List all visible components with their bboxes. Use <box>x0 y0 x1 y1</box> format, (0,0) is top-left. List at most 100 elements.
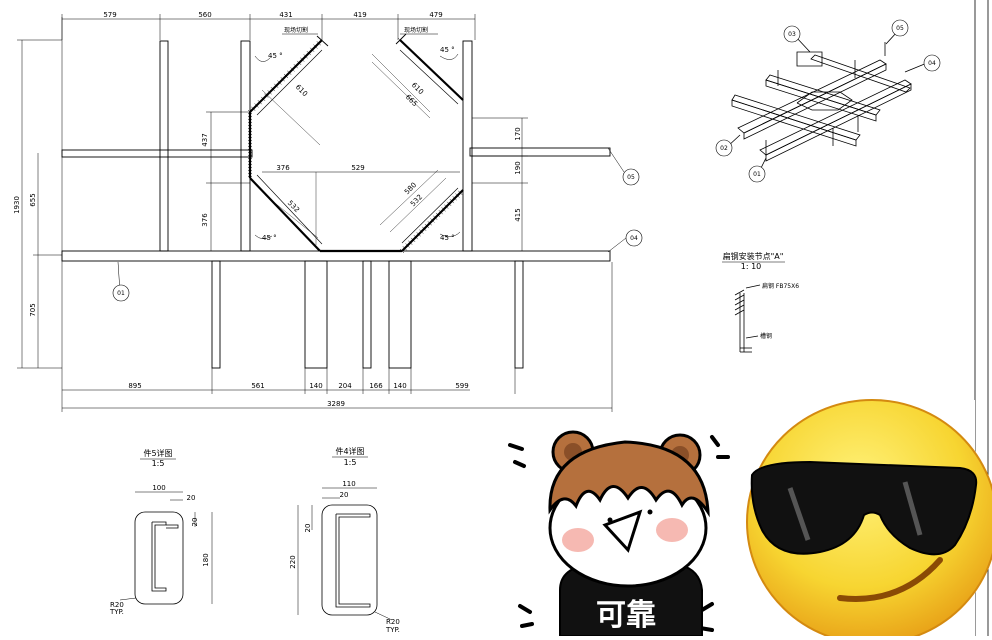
part4-title: 件4详图 <box>335 446 364 456</box>
motion-marks-icon <box>508 435 730 632</box>
dim-bottom-6: 140 <box>393 382 406 390</box>
weld-mark <box>283 73 289 79</box>
balloon-iso-04: 04 <box>928 60 936 67</box>
weld-mark <box>247 127 253 133</box>
dim-left-lower: 705 <box>29 303 37 316</box>
dimension-text: 579 560 431 419 479 1930 655 705 437 376… <box>13 11 522 408</box>
weld-mark <box>410 237 416 243</box>
weld-mark <box>433 215 438 220</box>
weld-mark <box>247 160 253 166</box>
weld-mark <box>270 86 276 92</box>
part5-typ: TYP. <box>109 608 124 616</box>
weld-mark <box>446 201 452 207</box>
weld-mark <box>430 218 435 223</box>
dim-left-upper: 655 <box>29 193 37 206</box>
weld-mark <box>247 118 253 124</box>
dim-left-total: 1930 <box>13 196 21 214</box>
weld-mark <box>438 210 443 215</box>
weld-mark <box>277 80 282 85</box>
balloon-iso-02: 02 <box>720 145 728 152</box>
weld-mark <box>247 136 253 142</box>
balloon-iso-01: 01 <box>753 171 761 178</box>
weld-mark <box>413 234 419 240</box>
angle-br: 45 ° <box>440 234 455 242</box>
weld-mark <box>247 142 253 148</box>
weld-mark <box>435 212 441 218</box>
weld-mark <box>419 229 424 234</box>
part5-radius: R20 <box>110 601 124 609</box>
weld-mark <box>264 93 269 98</box>
dim-right-1: 170 <box>514 127 522 140</box>
weld-mark <box>280 77 285 82</box>
angle-bl: 45 ° <box>262 234 277 242</box>
part5-scale: 1:5 <box>152 459 165 468</box>
sunglasses-emoji-icon <box>746 399 992 640</box>
weld-mark <box>449 198 455 204</box>
dim-bottom-3: 140 <box>309 382 322 390</box>
weld-mark <box>247 139 253 145</box>
dim-midleft-2: 376 <box>201 213 209 227</box>
detail-a-title: 扁钢安装节点"A" <box>723 251 784 261</box>
balloons-iso <box>715 19 941 183</box>
dim-diag-3: 665 <box>404 93 419 108</box>
dim-midleft-1: 437 <box>201 133 209 146</box>
weld-mark <box>427 221 432 226</box>
balloons-main <box>112 168 643 302</box>
weld-mark <box>422 226 427 231</box>
detail-a-scale: 1: 10 <box>741 262 762 271</box>
balloon-main-01: 01 <box>117 290 125 297</box>
weld-mark <box>300 57 305 62</box>
weld-mark <box>247 130 253 136</box>
main-plan <box>61 17 611 369</box>
weld-mark <box>402 246 407 251</box>
weld-mark <box>247 145 253 151</box>
dim-inner-1: 376 <box>276 164 290 172</box>
part5-dim-width: 100 <box>152 484 165 492</box>
note-field-cut-left: 现场切割 <box>284 26 308 34</box>
weld-mark <box>247 163 253 169</box>
part5-title: 件5详图 <box>143 448 172 458</box>
weld-mark <box>257 100 262 105</box>
weld-mark <box>247 157 253 163</box>
dim-top-3: 431 <box>279 11 292 19</box>
weld-hatch <box>247 37 463 254</box>
label-flat-bar: 扁钢 FB75X6 <box>762 282 799 290</box>
weld-mark <box>247 112 253 118</box>
weld-mark <box>293 64 298 69</box>
balloon-iso-05: 05 <box>896 25 904 32</box>
weld-mark <box>314 245 319 250</box>
dim-right-2: 190 <box>514 161 522 174</box>
angle-tl: 45 ° <box>268 52 283 60</box>
weld-mark <box>290 67 295 72</box>
weld-mark <box>458 190 463 195</box>
weld-mark <box>247 172 253 178</box>
weld-mark <box>247 148 253 154</box>
part4-dim-height: 220 <box>289 555 297 568</box>
weld-mark <box>452 196 457 201</box>
weld-mark <box>247 154 253 160</box>
weld-mark <box>457 95 463 100</box>
part4-typ: TYP. <box>385 626 400 634</box>
weld-mark <box>416 232 421 237</box>
weld-mark <box>260 96 266 102</box>
isometric-view <box>726 31 928 173</box>
part4-radius: R20 <box>386 618 400 626</box>
part5-dim-20a: 20 <box>187 494 196 502</box>
dim-inner-2: 529 <box>351 164 364 172</box>
angle-tr: 45 ° <box>440 46 455 54</box>
weld-mark <box>247 151 253 157</box>
weld-mark <box>306 50 312 56</box>
weld-mark <box>405 243 410 248</box>
dim-diag-1: 610 <box>294 83 309 98</box>
balloon-main-05: 05 <box>627 174 635 181</box>
dim-top-1: 579 <box>103 11 116 19</box>
weld-mark <box>247 133 253 139</box>
weld-mark <box>296 60 302 66</box>
dim-top-5: 479 <box>429 11 442 19</box>
weld-mark <box>247 121 253 127</box>
part4-detail: 件4详图 1:5 110 20 20 220 R20 TYP. <box>289 446 400 634</box>
dim-bottom-2: 561 <box>251 382 264 390</box>
weld-mark <box>267 90 272 95</box>
balloon-iso-03: 03 <box>788 31 796 38</box>
